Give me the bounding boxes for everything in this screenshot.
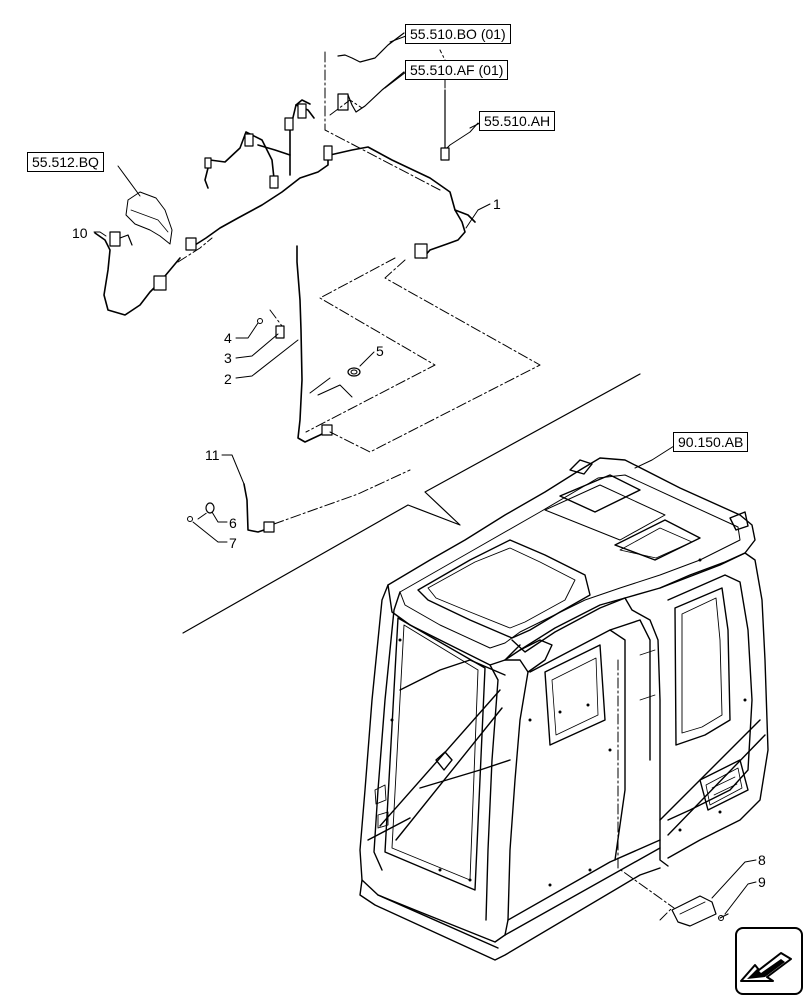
callout-3: 3 [224, 350, 232, 366]
callout-11: 11 [205, 447, 220, 463]
callout-6: 6 [229, 515, 237, 531]
ref-box-55-512-bq[interactable]: 55.512.BQ [27, 152, 104, 172]
ref-box-90-150-ab[interactable]: 90.150.AB [673, 432, 749, 452]
callout-5: 5 [376, 343, 384, 359]
callout-4: 4 [224, 330, 232, 346]
callout-2: 2 [224, 371, 232, 387]
harness-connectors [185, 103, 428, 259]
nav-arrow-button[interactable] [735, 927, 803, 995]
callout-9: 9 [758, 874, 766, 890]
ref-box-55-510-ah[interactable]: 55.510.AH [479, 111, 556, 131]
callout-10: 10 [72, 225, 88, 241]
operator-cab [359, 457, 769, 961]
ref-box-55-510-bo[interactable]: 55.510.BO (01) [405, 24, 511, 44]
main-harness [194, 99, 476, 259]
callout-7: 7 [229, 535, 237, 551]
callout-1: 1 [493, 196, 501, 212]
arrow-icon [740, 952, 792, 982]
ref-box-55-510-af[interactable]: 55.510.AF (01) [405, 60, 509, 80]
callout-8: 8 [758, 852, 766, 868]
cab-rivets [390, 558, 747, 887]
